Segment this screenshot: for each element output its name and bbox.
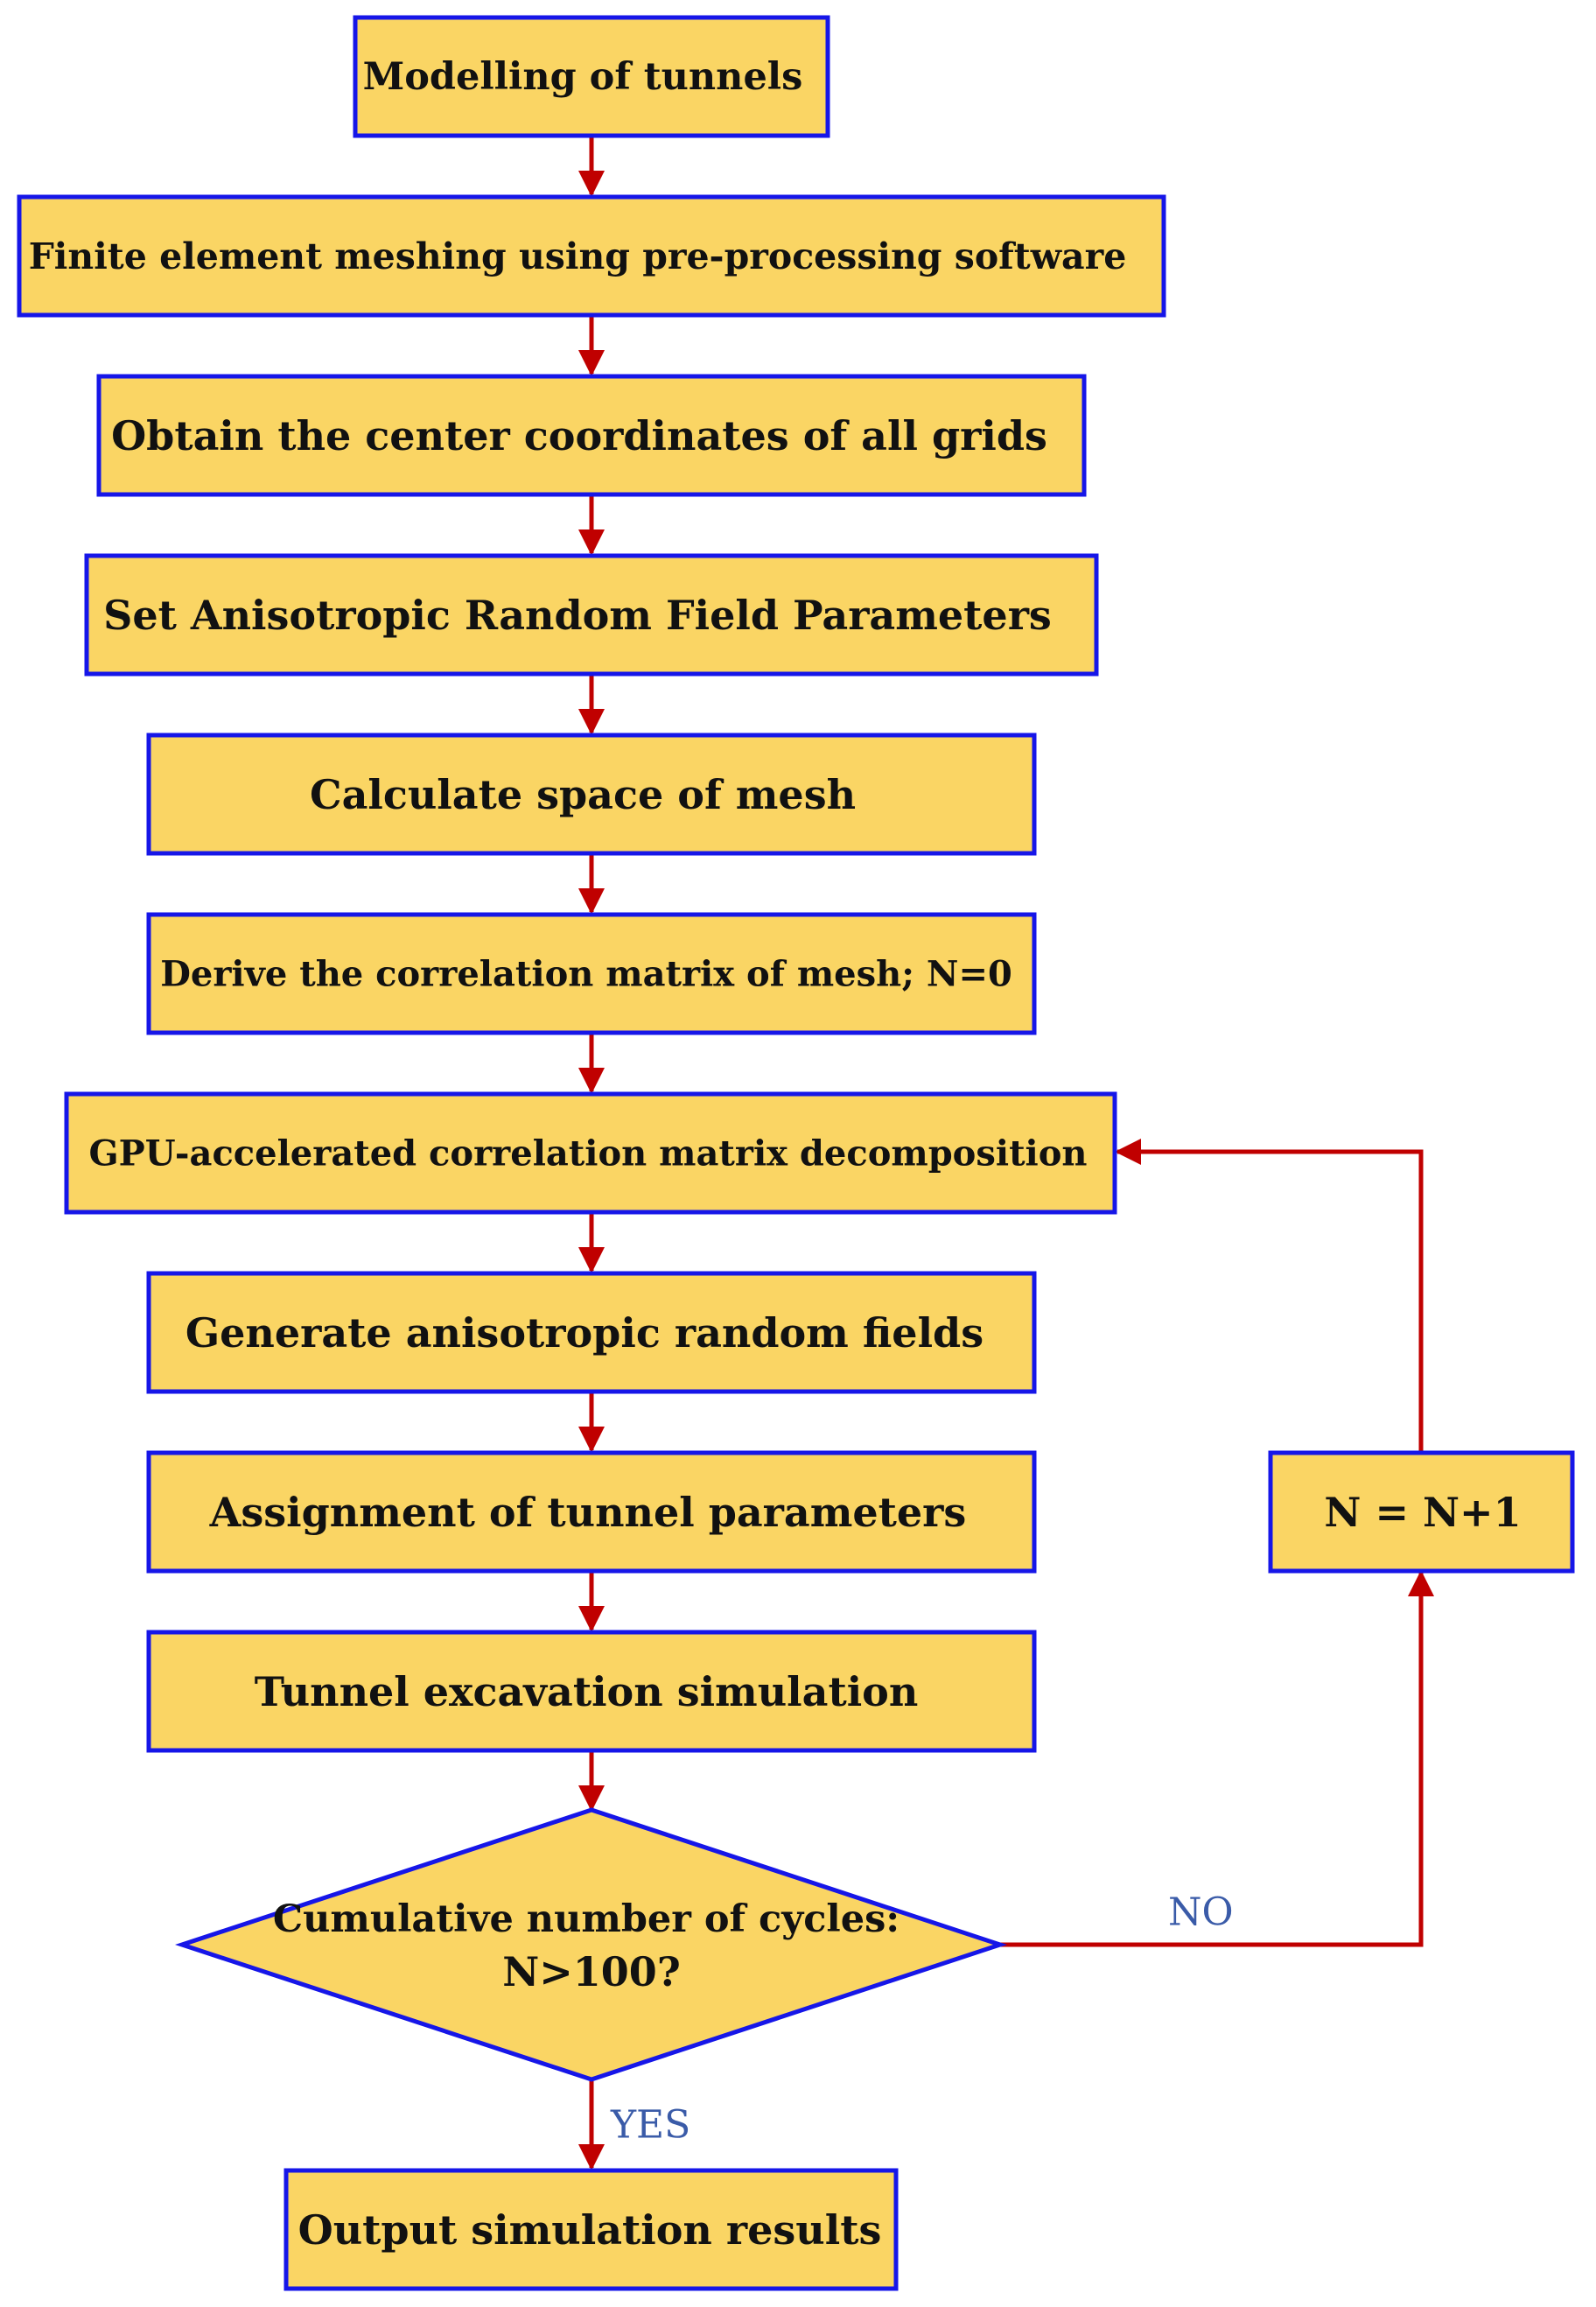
no-branch-label: NO — [1168, 1890, 1234, 1935]
step-box — [64, 1091, 1117, 1215]
arrow-decision-no-to-increment — [1000, 1570, 1434, 1947]
step-gpu: GPU-accelerated correlation matrix decom… — [64, 1091, 1117, 1215]
step-coords: Obtain the center coordinates of all gri… — [96, 374, 1087, 497]
step-meshing: Finite element meshing using pre-process… — [17, 194, 1166, 318]
increment-label: N = N+1 — [1324, 1489, 1521, 1536]
step-box — [146, 912, 1037, 1035]
arrow-increment-to-gpu — [1115, 1139, 1424, 1451]
decision-line1: Cumulative number of cycles: — [273, 1897, 900, 1941]
increment-box — [1268, 1450, 1575, 1574]
decision-cycles: Cumulative number of cycles: N>100? — [175, 1807, 1007, 2082]
step-excavation: Tunnel excavation simulation — [146, 1630, 1037, 1753]
step-generate: Generate anisotropic random fields — [146, 1271, 1037, 1394]
step-params: Set Anisotropic Random Field Parameters — [84, 553, 1099, 677]
decision-line2: N>100? — [502, 1948, 681, 1995]
step-box — [353, 15, 830, 138]
step-label: Modelling of tunnels — [363, 55, 803, 99]
step-box — [146, 733, 1037, 856]
step-output: Output simulation results — [284, 2168, 899, 2291]
connectors — [578, 136, 1434, 2170]
step-box — [17, 194, 1166, 318]
step-corr: Derive the correlation matrix of mesh; N… — [146, 912, 1037, 1035]
step-label: GPU-accelerated correlation matrix decom… — [89, 1133, 1088, 1175]
step-label: Tunnel excavation simulation — [255, 1668, 919, 1715]
step-label: Derive the correlation matrix of mesh; N… — [160, 954, 1012, 995]
step-modelling: Modelling of tunnels — [353, 15, 830, 138]
step-box — [146, 1630, 1037, 1753]
yes-branch-label: YES — [610, 2103, 690, 2148]
step-label: Calculate space of mesh — [310, 771, 856, 818]
step-space: Calculate space of mesh — [146, 733, 1037, 856]
step-box — [146, 1271, 1037, 1394]
step-label: Generate anisotropic random fields — [186, 1309, 984, 1357]
step-label: Obtain the center coordinates of all gri… — [111, 412, 1047, 459]
output-box — [284, 2168, 899, 2291]
step-box — [84, 553, 1099, 677]
step-box — [96, 374, 1087, 497]
step-label: Assignment of tunnel parameters — [209, 1489, 967, 1536]
step-label: Set Anisotropic Random Field Parameters — [103, 592, 1052, 639]
step-box — [146, 1450, 1037, 1574]
output-label: Output simulation results — [298, 2206, 882, 2254]
step-increment: N = N+1 — [1268, 1450, 1575, 1574]
step-label: Finite element meshing using pre-process… — [29, 235, 1127, 277]
step-assign: Assignment of tunnel parameters — [146, 1450, 1037, 1574]
decision-diamond — [175, 1807, 1007, 2082]
